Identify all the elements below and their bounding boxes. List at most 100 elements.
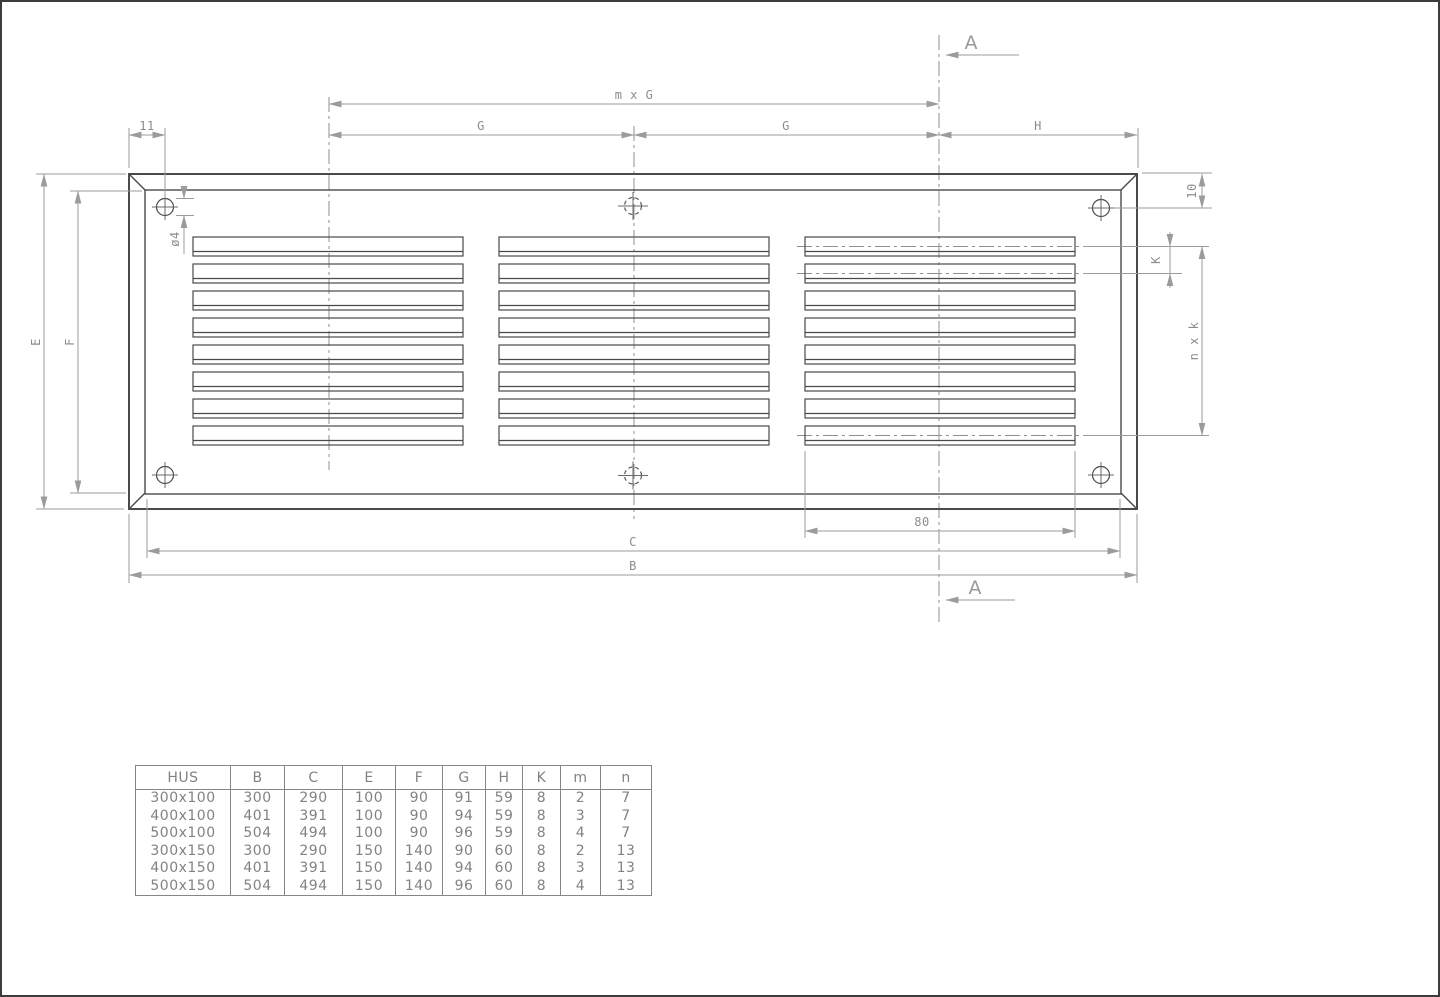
plate-outer-edge <box>128 173 1138 510</box>
louver-slat <box>192 371 464 392</box>
screw-holes <box>152 192 1114 490</box>
louver-slat <box>192 425 464 446</box>
spec-cell: 59 <box>485 825 523 843</box>
spec-cell: 100 <box>342 789 396 808</box>
spec-cell: 60 <box>485 877 523 896</box>
label-g-left: G <box>477 119 485 133</box>
spec-cell: 140 <box>395 842 443 860</box>
spec-cell: 60 <box>485 860 523 878</box>
spec-cell: 96 <box>442 877 486 896</box>
spec-cell: 290 <box>284 789 343 808</box>
spec-cell: 13 <box>600 877 652 896</box>
dimension-labels: m x G G G H 11 E F ø4 10 K n x k 80 C B … <box>29 32 1201 599</box>
spec-cell: 391 <box>284 860 343 878</box>
louver-slat <box>804 371 1076 392</box>
louver-slat <box>192 263 464 284</box>
grille-plate <box>128 173 1138 510</box>
spec-cell: 504 <box>230 877 285 896</box>
spec-cell: 391 <box>284 807 343 825</box>
spec-cell: 300x150 <box>135 842 231 860</box>
spec-cell: 2 <box>560 842 601 860</box>
spec-cell: 8 <box>522 807 561 825</box>
spec-cell: 4 <box>560 825 601 843</box>
spec-cell: 494 <box>284 877 343 896</box>
louver-slat <box>498 425 770 446</box>
spec-cell: 59 <box>485 789 523 808</box>
label-section-a-top: A <box>965 32 978 54</box>
label-n-x-k: n x k <box>1187 321 1201 360</box>
extension-lines <box>36 128 1212 583</box>
spec-cell: 3 <box>560 860 601 878</box>
spec-cell: 8 <box>522 789 561 808</box>
louver-slat <box>804 236 1076 257</box>
louver-slats <box>192 236 1076 446</box>
spec-cell: 100 <box>342 825 396 843</box>
louver-slat <box>804 290 1076 311</box>
spec-cell: 90 <box>395 807 443 825</box>
louver-slat <box>804 344 1076 365</box>
label-b: B <box>629 559 637 573</box>
label-k: K <box>1149 256 1163 264</box>
label-11: 11 <box>139 119 154 133</box>
label-c: C <box>629 535 637 549</box>
louver-slat <box>192 398 464 419</box>
spec-cell: 94 <box>442 807 486 825</box>
spec-cell: 140 <box>395 877 443 896</box>
label-e: E <box>29 338 43 346</box>
louver-slat <box>804 317 1076 338</box>
spec-col-header: n <box>600 765 652 790</box>
spec-cell: 504 <box>230 825 285 843</box>
louver-slat <box>498 398 770 419</box>
spec-cell: 300 <box>230 842 285 860</box>
spec-cell: 140 <box>395 860 443 878</box>
spec-cell: 91 <box>442 789 486 808</box>
louver-slat <box>192 344 464 365</box>
spec-cell: 500x150 <box>135 877 231 896</box>
spec-cell: 94 <box>442 860 486 878</box>
louver-slat <box>498 344 770 365</box>
louver-slat <box>192 317 464 338</box>
spec-cell: 150 <box>342 842 396 860</box>
spec-cell: 90 <box>395 825 443 843</box>
spec-cell: 150 <box>342 860 396 878</box>
louver-slat <box>804 398 1076 419</box>
spec-cell: 100 <box>342 807 396 825</box>
label-f: F <box>63 338 77 346</box>
label-80: 80 <box>914 515 929 529</box>
corner-bevel <box>1120 492 1138 510</box>
louver-slat <box>804 425 1076 446</box>
spec-cell: 401 <box>230 807 285 825</box>
spec-col-header: G <box>442 765 486 790</box>
label-g-right: G <box>782 119 790 133</box>
spec-cell: 300x100 <box>135 789 231 808</box>
dimension-lines <box>40 51 1206 604</box>
spec-cell: 8 <box>522 825 561 843</box>
corner-bevel <box>1120 173 1138 191</box>
spec-col-header: B <box>230 765 285 790</box>
louver-slat <box>498 263 770 284</box>
spec-cell: 500x100 <box>135 825 231 843</box>
spec-col-header: H <box>485 765 523 790</box>
spec-cell: 8 <box>522 860 561 878</box>
spec-cell: 300 <box>230 789 285 808</box>
spec-cell: 59 <box>485 807 523 825</box>
spec-cell: 494 <box>284 825 343 843</box>
louver-slat <box>498 236 770 257</box>
spec-cell: 13 <box>600 842 652 860</box>
spec-cell: 3 <box>560 807 601 825</box>
louver-slat <box>498 317 770 338</box>
label-10: 10 <box>1185 183 1199 198</box>
spec-cell: 7 <box>600 825 652 843</box>
louver-slat <box>498 371 770 392</box>
spec-cell: 290 <box>284 842 343 860</box>
